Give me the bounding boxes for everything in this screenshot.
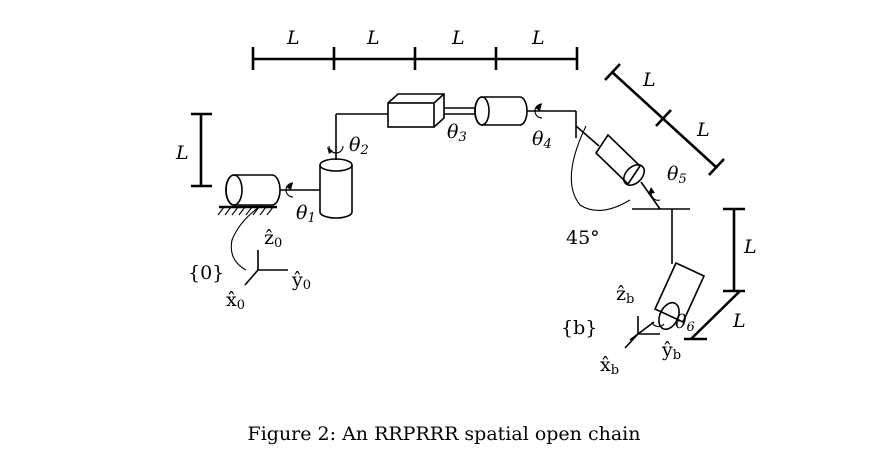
- dim-label-top-2: L: [366, 27, 380, 49]
- joint-label-theta-2: θ2: [349, 134, 369, 158]
- joint-4-cylinder: [474, 96, 577, 138]
- base-ground: [217, 205, 277, 216]
- frame-b-label: {b}: [561, 317, 597, 339]
- joint-3-prismatic: [387, 93, 476, 128]
- joint-2-cylinder: [319, 113, 388, 219]
- left-dimension-bar: L: [175, 112, 212, 188]
- frame-0-x-axis-label: x̂0: [226, 289, 245, 313]
- joint-label-theta-4: θ4: [532, 128, 552, 152]
- angle-label-45: 45°: [566, 227, 600, 249]
- frame-b-x-axis-label: x̂b: [600, 354, 619, 378]
- joint-label-theta-3: θ3: [447, 121, 467, 145]
- dim-label-left: L: [175, 142, 189, 164]
- frame-0: {0} ẑ0 ŷ0 x̂0: [188, 204, 311, 313]
- figure-caption: Figure 2: An RRPRRR spatial open chain: [248, 423, 641, 445]
- frame-0-z-axis-label: ẑ0: [264, 227, 282, 251]
- frame-b-y-axis-label: ŷb: [661, 339, 681, 363]
- frame-0-y-axis-label: ŷ0: [291, 269, 311, 293]
- dim-label-right-small: L: [732, 310, 746, 332]
- joint-1-cylinder: [225, 174, 320, 206]
- dim-label-top-4: L: [531, 27, 545, 49]
- joint-5-cylinder: 45°: [566, 125, 690, 249]
- diagonal-dimension-bar: L L: [604, 63, 725, 176]
- dim-label-top-1: L: [286, 27, 300, 49]
- dim-label-diag-1: L: [642, 69, 656, 91]
- frame-b-z-axis-label: ẑb: [616, 283, 634, 307]
- dim-label-right-vertical: L: [743, 236, 757, 258]
- frame-b: {b} ẑb ŷb x̂b: [561, 283, 681, 378]
- joint-6-cylinder: [629, 209, 706, 341]
- joint-label-theta-6: θ6: [675, 311, 695, 335]
- dim-label-top-3: L: [451, 27, 465, 49]
- frame-0-label: {0}: [188, 262, 224, 284]
- dim-label-diag-2: L: [696, 119, 710, 141]
- top-dimension-bar: L L L L: [251, 27, 579, 70]
- joint-label-theta-5: θ5: [667, 163, 687, 187]
- right-dimension-bar: L L: [684, 207, 757, 341]
- joint-label-theta-1: θ1: [296, 202, 316, 226]
